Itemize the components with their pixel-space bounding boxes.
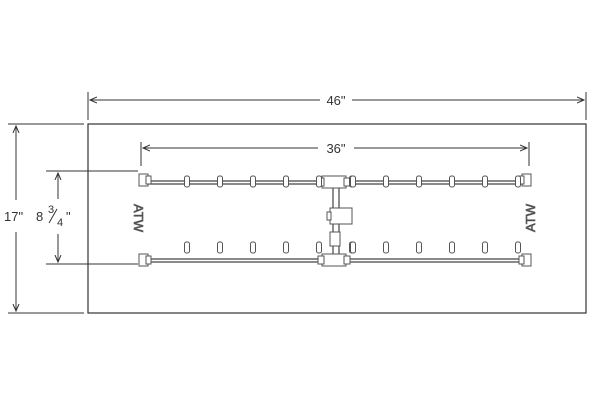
tee-top: [321, 175, 347, 189]
nozzle-bottom-8: [383, 241, 389, 254]
nozzle-bottom-2: [217, 241, 223, 254]
spacing-denominator: 4: [57, 217, 63, 229]
nozzle-bottom-10: [449, 241, 455, 254]
spacing-numerator: 3: [48, 204, 54, 216]
nozzle-bottom-12: [515, 241, 521, 254]
spacing-whole: 8: [36, 209, 43, 224]
overall-height-dimension: 17": [4, 123, 84, 314]
overall-height-label: 17": [4, 209, 23, 224]
nozzle-top-1: [184, 175, 190, 188]
overall-width-label: 46": [326, 93, 345, 108]
nozzle-top-8: [383, 175, 389, 188]
center-inlet-fitting: [329, 207, 353, 225]
valve-body: [329, 231, 341, 247]
nozzle-top-12: [515, 175, 521, 188]
nozzle-top-11: [482, 175, 488, 188]
logo-right: ATW: [523, 203, 539, 232]
logo-right-text: ATW: [523, 203, 538, 232]
nozzle-bottom-1: [184, 241, 190, 254]
nozzle-top-4: [283, 175, 289, 188]
nozzle-bottom-3: [250, 241, 256, 254]
nozzle-bottom-9: [416, 241, 422, 254]
nozzle-top-2: [217, 175, 223, 188]
nozzle-group: [184, 175, 521, 254]
burner-assembly: [138, 173, 532, 267]
nozzle-top-3: [250, 175, 256, 188]
inner-width-label: 36": [326, 141, 345, 156]
logo-left: ATW: [131, 204, 147, 233]
spacing-fraction-bar: [48, 208, 58, 224]
inner-width-dimension: 36": [140, 141, 530, 166]
logo-left-text: ATW: [131, 204, 146, 233]
nozzle-top-9: [416, 175, 422, 188]
tray-outline: [87, 123, 587, 314]
nozzle-top-7: [350, 175, 356, 188]
spacing-inch-mark: ": [66, 209, 71, 224]
nozzle-bottom-4: [283, 241, 289, 254]
nozzle-top-5: [316, 175, 322, 188]
overall-width-dimension: 46": [87, 92, 587, 120]
nozzle-bottom-7: [350, 241, 356, 254]
nozzle-top-10: [449, 175, 455, 188]
tee-bottom: [321, 253, 347, 267]
nozzle-bottom-11: [482, 241, 488, 254]
nozzle-bottom-5: [316, 241, 322, 254]
burner-spacing-dimension: 8 3 4 ": [36, 170, 138, 265]
